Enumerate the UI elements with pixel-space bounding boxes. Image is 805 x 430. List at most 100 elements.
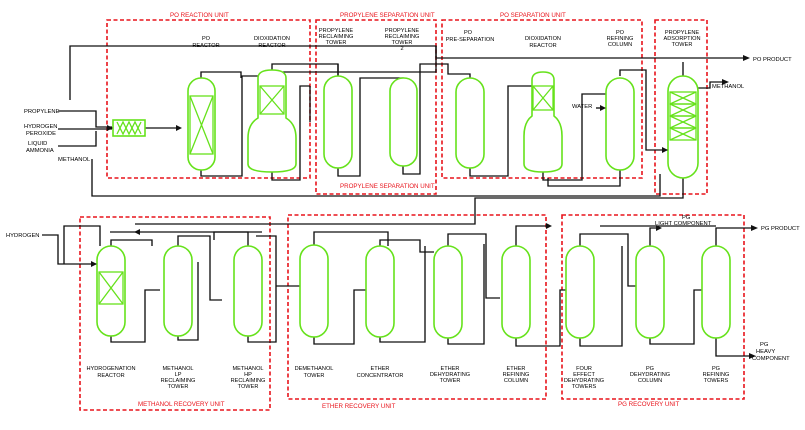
arrow-pg-product	[751, 225, 758, 231]
concentrator-label-2: CONCENTRATOR	[357, 373, 404, 379]
lp-tower-top	[177, 235, 222, 301]
ether-concentrator	[365, 245, 395, 338]
hp-tower-label-2: HP	[244, 372, 252, 378]
hydrogen-line	[42, 234, 96, 265]
liquid-ammonia-label-1: LIQUID	[28, 141, 47, 147]
po-refining-label-1: PO	[616, 30, 625, 36]
lp-tower-label-1: METHANOL	[162, 366, 193, 372]
prop-tower-label-2: RECLAIMING	[319, 34, 354, 40]
arrow-water	[600, 105, 606, 111]
prop-tower-2-label-2: RECLAIMING	[385, 34, 420, 40]
po-reactor	[187, 77, 216, 171]
methanol-hp-reclaiming-tower	[233, 245, 263, 337]
hp-tower-label-1: METHANOL	[232, 366, 263, 372]
four-effect-label-3: DEHYDRATING	[564, 378, 604, 384]
adsorption-unit-box	[654, 19, 708, 195]
po-reactor-bottom	[200, 75, 258, 177]
pg-light-component-label-1: PG	[682, 215, 691, 221]
adsorption-label-2: ADSORPTION	[664, 36, 701, 42]
ether-refining-column	[501, 245, 531, 339]
po-reactor-label-1: PO	[202, 36, 211, 42]
ether-recovery-unit-title: ETHER RECOVERY UNIT	[322, 403, 396, 410]
dioxidation-2-label-1: DIOXIDATION	[525, 36, 561, 42]
pg-dehydrating-label-3: COLUMN	[638, 378, 662, 384]
po-refining-bottom	[547, 170, 621, 187]
hp-tower-label-3: RECLAIMING	[231, 378, 266, 384]
dioxidation-reactor-2	[523, 71, 563, 173]
ether-dehydrating-label-2: DEHYDRATING	[430, 372, 470, 378]
liquid-ammonia-label-2: AMMONIA	[26, 148, 54, 154]
ether-refining-top	[515, 225, 546, 246]
ether-refining-label-1: ETHER	[507, 366, 526, 372]
arrow-hydrogen-in	[91, 261, 97, 267]
hydrogen-peroxide-label-1: HYDROGEN	[24, 124, 58, 130]
ammonia-feed-line	[58, 131, 97, 147]
pre-separation-label-2: PRE-SEPARATION	[446, 37, 495, 43]
ether-refining-label-3: COLUMN	[504, 378, 528, 384]
hp-tower-label-4: TOWER	[238, 384, 259, 390]
hp-tower-top	[213, 231, 249, 246]
adsorption-bottom	[135, 178, 684, 225]
po-reactor-top	[200, 71, 242, 78]
arrow-adsorption-in	[662, 147, 668, 153]
prop-tower-2-label-4: 2	[400, 46, 403, 52]
ether-dehydrating-label-3: TOWER	[440, 378, 461, 384]
pg-dehydrating-label-1: PG	[646, 366, 654, 372]
four-effect-label-2: EFFECT	[573, 372, 595, 378]
lp-tower-label-3: RECLAIMING	[161, 378, 196, 384]
hydrogenation-bottom	[110, 289, 160, 343]
water-label: WATER	[572, 104, 592, 110]
po-reaction-unit-title: PO REACTION UNIT	[170, 12, 229, 19]
pg-refining-label-1: PG	[712, 366, 720, 372]
pg-heavy-label-1: PG	[760, 342, 769, 348]
ether-refining-label-2: REFINING	[503, 372, 530, 378]
prop-tower-2-label-1: PROPYLENE	[385, 28, 419, 34]
pg-dehydrating-top	[649, 227, 660, 246]
stream-labels: PROPYLENE HYDROGEN PEROXIDE LIQUID AMMON…	[6, 57, 800, 362]
po-refining-top	[619, 69, 683, 151]
adsorption-label-1: PROPYLENE	[665, 30, 699, 36]
methanol-in-label: METHANOL	[58, 157, 91, 163]
hydrogenation-label-1: HYDROGENATION	[87, 366, 136, 372]
pg-refining-label-2: REFINING	[703, 372, 730, 378]
po-product-label: PO PRODUCT	[753, 57, 792, 63]
pg-refining-top	[715, 227, 752, 246]
lp-tower-bottom	[177, 262, 199, 341]
propylene-label: PROPYLENE	[24, 109, 60, 115]
arrow-po-reactor-in	[176, 125, 182, 131]
pg-heavy-label-3: COMPONENT	[752, 356, 790, 362]
pg-refining-label-3: TOWERS	[704, 378, 729, 384]
dioxidation-2-label-2: REACTOR	[529, 43, 556, 49]
unit-titles: PO REACTION UNIT PROPYLENE SEPARATION UN…	[138, 12, 680, 410]
methanol-out-label: METHANOL	[712, 84, 745, 90]
demethanol-top	[313, 231, 389, 246]
methanol-lp-reclaiming-tower	[163, 245, 193, 337]
pg-recovery-unit-title: PG RECOVERY UNIT	[618, 401, 680, 408]
po-refining-label-2: REFINING	[607, 36, 634, 42]
methanol-out-line	[696, 81, 725, 89]
pg-heavy-label-2: HEAVY	[756, 349, 775, 355]
ether-refining-bottom	[515, 289, 568, 347]
ether-dehydrating-tower	[433, 245, 463, 339]
four-effect-dehydrating-towers	[565, 245, 595, 339]
dioxidation-bottom	[271, 85, 310, 181]
hydrogenation-reactor	[96, 245, 126, 337]
arrow-po-product	[743, 55, 750, 61]
four-effect-label-4: TOWERS	[572, 384, 597, 390]
four-effect-label-1: FOUR	[576, 366, 592, 372]
four-effect-bottom	[579, 246, 623, 347]
arrowheads	[91, 55, 758, 359]
prop-tower2-bottom	[402, 63, 471, 175]
dioxidation-1-label-2: REACTOR	[258, 43, 285, 49]
arrow-methanol-out	[722, 79, 729, 85]
pg-dehydrating-column	[635, 245, 665, 339]
propylene-adsorption-tower	[667, 75, 699, 179]
pg-dehydrating-bottom	[649, 289, 702, 345]
pg-refining-bottom	[715, 336, 750, 357]
po-separation-unit-title: PO SEPARATION UNIT	[500, 12, 566, 19]
mixer	[112, 119, 146, 137]
hydrogen-peroxide-label-2: PEROXIDE	[26, 131, 56, 137]
propylene-separation-unit-box	[315, 19, 437, 195]
propylene-separation-unit-title: PROPYLENE SEPARATION UNIT	[340, 12, 435, 19]
